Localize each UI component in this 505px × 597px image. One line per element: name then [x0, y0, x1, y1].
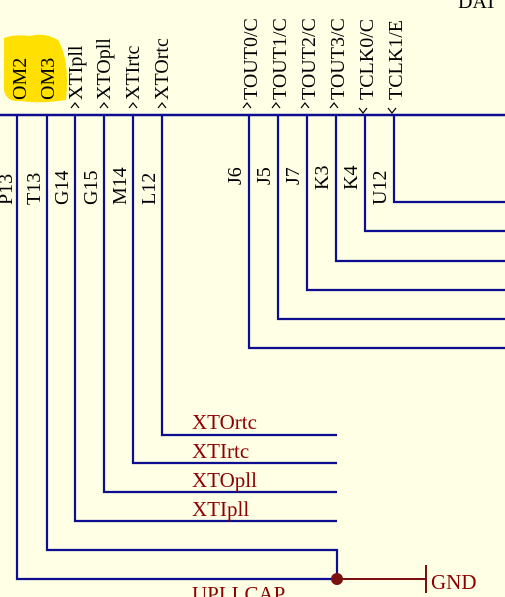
pin-name-tout2: TOUT2/C — [298, 18, 320, 100]
net-label-xtipll: XTIpll — [192, 497, 249, 521]
chevron-tout3 — [329, 102, 339, 109]
pin-chevrons — [70, 102, 397, 114]
ball-k3: K3 — [311, 166, 333, 190]
ball-u12: U12 — [369, 171, 391, 205]
pin-name-tout3: TOUT3/C — [327, 18, 349, 100]
ball-j6: J6 — [224, 167, 246, 185]
gnd-label: GND — [431, 570, 477, 594]
wire-om2 — [15, 115, 337, 581]
pin-name-xtopll: XTOpll — [93, 38, 115, 100]
pin-name-xtipll: XTIpll — [65, 45, 87, 100]
pin-name-tout1: TOUT1/C — [269, 18, 291, 100]
net-label-upllcap: UPLLCAP — [192, 582, 285, 597]
chevron-tout2 — [300, 102, 310, 109]
wire-xtipll — [73, 115, 337, 523]
wires — [15, 115, 505, 581]
chevron-tclk1 — [387, 107, 397, 114]
wire-xtopll — [102, 115, 337, 494]
chevron-tout0 — [242, 102, 252, 109]
junction-dot — [331, 573, 343, 585]
net-label-xtortc: XTOrtc — [192, 410, 257, 434]
pin-name-tclk0: TCLK0/C — [356, 19, 378, 100]
ball-l12: L12 — [138, 173, 160, 205]
pin-name-om2: OM2 — [9, 58, 31, 100]
ball-p13: P13 — [0, 174, 17, 205]
pin-name-om3: OM3 — [37, 58, 59, 100]
pin-name-tout0: TOUT0/C — [240, 18, 262, 100]
chevron-xtirtc — [128, 102, 138, 109]
wire-tout0 — [247, 115, 505, 350]
wire-tout2 — [305, 115, 505, 292]
net-label-xtirtc: XTIrtc — [192, 439, 249, 463]
top-right-label: DAT — [458, 0, 497, 13]
pin-name-xtirtc: XTIrtc — [122, 45, 144, 100]
chevron-tclk0 — [358, 107, 368, 114]
ball-g15: G15 — [80, 171, 102, 205]
ball-j5: J5 — [253, 167, 275, 185]
pin-name-tclk1: TCLK1/E — [385, 20, 407, 100]
wire-tout3 — [334, 115, 505, 263]
wire-tclk1 — [392, 115, 505, 204]
chevron-xtipll — [70, 102, 80, 109]
ball-g14: G14 — [51, 171, 73, 205]
pin-name-xtortc: XTOrtc — [151, 38, 173, 100]
wire-tclk0 — [363, 115, 505, 233]
wire-om3 — [45, 115, 339, 579]
ball-t13: T13 — [23, 173, 45, 205]
chevron-tout1 — [271, 102, 281, 109]
ball-k4: K4 — [340, 166, 362, 190]
wire-tout1 — [276, 115, 505, 321]
wire-xtortc — [160, 115, 337, 437]
ball-j7: J7 — [282, 167, 304, 185]
chevron-xtortc — [157, 102, 167, 109]
chevron-xtopll — [99, 102, 109, 109]
highlight-om2-om3 — [4, 34, 67, 103]
ball-m14: M14 — [109, 167, 131, 205]
net-label-xtopll: XTOpll — [192, 468, 257, 492]
wire-xtirtc — [131, 115, 337, 465]
